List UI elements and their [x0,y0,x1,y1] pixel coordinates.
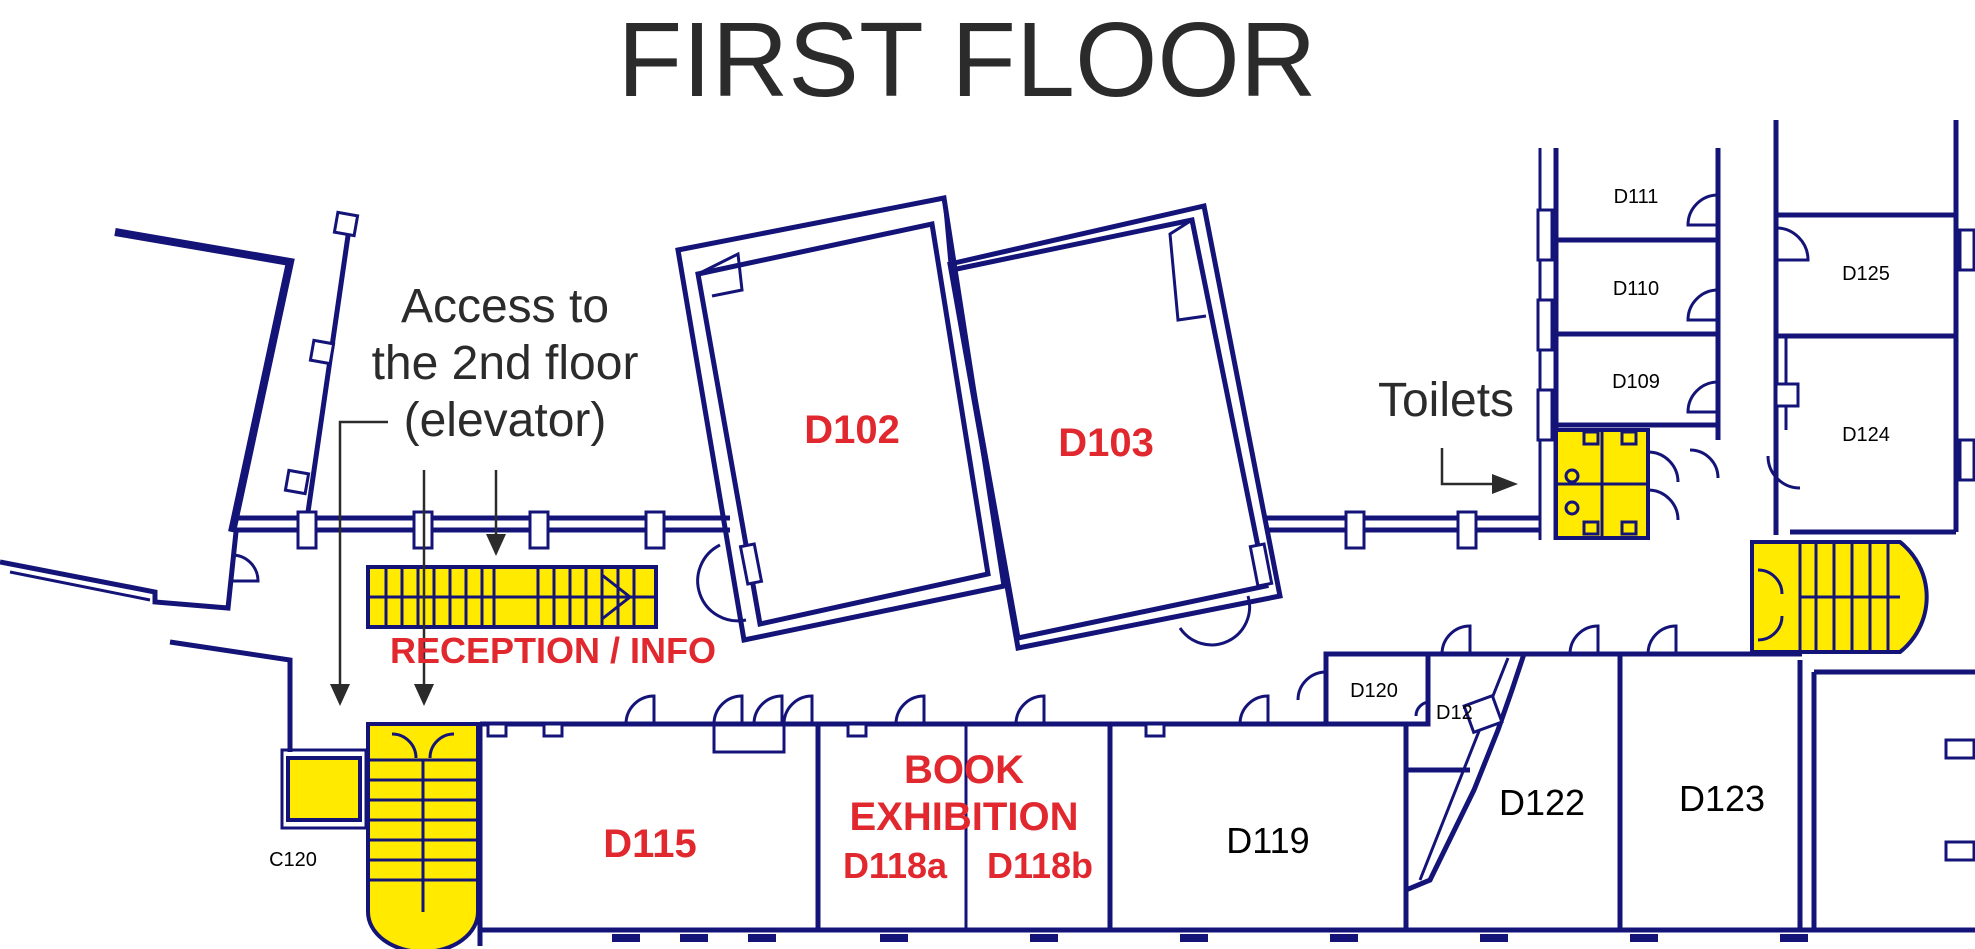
east-staircase [1750,540,1929,654]
room-d110-label: D110 [1613,278,1659,300]
left-wing-walls [0,210,360,752]
room-d119-label: D119 [1226,820,1309,861]
central-staircase [366,565,658,629]
room-d102-label: D102 [804,408,900,452]
toilets-callout: Toilets [1378,374,1514,427]
toilet-block [1536,148,1721,540]
east-rooms-upper [1766,120,1975,535]
room-d120-label: D120 [1350,680,1398,702]
toilets-arrow [1440,448,1518,494]
corridor-walls [236,510,1540,550]
access-callout-line1: Access to [401,280,609,333]
room-d124-label: D124 [1842,424,1890,446]
room-c120-label: C120 [269,849,317,871]
access-callout-line3: (elevator) [404,394,607,447]
southwest-staircase [366,722,480,949]
access-callout-line2: the 2nd floor [372,337,639,390]
page-title: FIRST FLOOR [618,1,1317,119]
room-d121-label: D12 [1436,702,1473,724]
room-d111-label: D111 [1614,186,1659,208]
room-d123-label: D123 [1679,778,1765,819]
room-d102-outline [675,195,1007,643]
book-exhibition-line2: EXHIBITION [850,795,1079,839]
room-d109-label: D109 [1612,371,1660,393]
access-arrows [330,420,506,706]
reception-label: RECEPTION / INFO [390,630,716,671]
room-d103-label: D103 [1058,421,1154,465]
south-rooms [477,624,1975,946]
room-d125-label: D125 [1842,263,1890,285]
room-d118b-label: D118b [987,845,1093,886]
room-d122-label: D122 [1499,782,1585,823]
book-exhibition-line1: BOOK [904,748,1024,792]
room-d115-label: D115 [603,822,696,866]
room-d118a-label: D118a [843,845,948,886]
elevator [280,748,368,830]
door-arc [231,553,260,583]
room-d103-outline [942,197,1283,651]
